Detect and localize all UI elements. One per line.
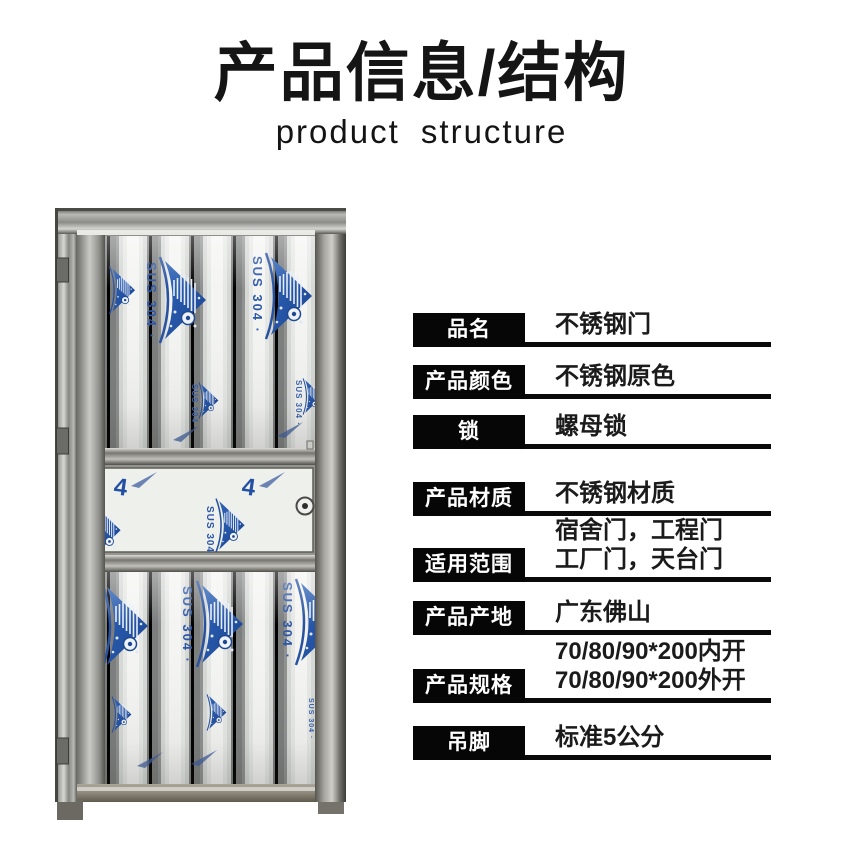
spec-value: 宿舍门，工程门 工厂门，天台门 [525, 516, 771, 582]
door-bottom-rail [71, 784, 333, 802]
spec-table: 品名 不锈钢门 产品颜色 不锈钢原色 锁 螺母锁 产品材质 不锈钢材质 适用范围… [413, 310, 771, 760]
door-leg-left [57, 800, 83, 820]
spec-value: 螺母锁 [525, 412, 771, 449]
spec-value-line: 70/80/90*200外开 [555, 667, 746, 694]
frame-outer-edge-top [55, 208, 346, 211]
spec-value-line: 螺母锁 [555, 413, 627, 440]
spec-label: 产品颜色 [413, 365, 525, 399]
spec-value: 标准5公分 [525, 723, 771, 760]
spec-value-line: 标准5公分 [555, 724, 665, 751]
page-title: 产品信息/结构 [213, 37, 630, 109]
spec-label: 适用范围 [413, 548, 525, 582]
spec-label: 锁 [413, 415, 525, 449]
bottom-rail-highlight [75, 787, 326, 791]
spec-value: 广东佛山 [525, 598, 771, 635]
spec-label: 产品规格 [413, 669, 525, 703]
door-middle-panel: 4 4 SUS 304 · [77, 465, 317, 561]
hinge-icon [56, 257, 69, 283]
spec-value-line: 广东佛山 [555, 599, 651, 626]
spec-row-color: 产品颜色 不锈钢原色 [413, 362, 771, 399]
spec-label: 产品材质 [413, 482, 525, 516]
spec-value: 不锈钢门 [525, 310, 771, 347]
spec-value: 70/80/90*200内开 70/80/90*200外开 [525, 637, 771, 703]
hinges [56, 257, 69, 765]
door-top-slat-panel: SUS 304 · SUS 304 · SUS 304 · SUS 304 · [105, 236, 315, 448]
door-bottom-slat-panel: SUS 304 · SUS 304 · SUS 304 · [105, 572, 315, 784]
hinge-icon [56, 427, 69, 455]
film-logos-middle: 4 4 SUS 304 · [95, 472, 285, 561]
spec-row-size: 产品规格 70/80/90*200内开 70/80/90*200外开 [413, 637, 771, 703]
spec-value-line: 宿舍门，工程门 [555, 517, 723, 544]
page-subtitle: product structure [275, 113, 568, 150]
spec-row-name: 品名 不锈钢门 [413, 310, 771, 347]
film-mark-label: 4 [240, 473, 258, 502]
frame-outer-edge-left [55, 208, 58, 802]
spec-value-line: 不锈钢材质 [555, 480, 675, 507]
spec-value: 不锈钢材质 [525, 479, 771, 516]
spec-label: 吊脚 [413, 726, 525, 760]
door-left-stile [77, 228, 105, 802]
spec-row-material: 产品材质 不锈钢材质 [413, 479, 771, 516]
lock-keyhole [302, 503, 308, 509]
spec-row-foot: 吊脚 标准5公分 [413, 723, 771, 760]
hinge-icon [56, 737, 69, 765]
head-inner-lip [77, 230, 315, 235]
door-leg-right [318, 800, 344, 814]
spec-row-scope: 适用范围 宿舍门，工程门 工厂门，天台门 [413, 516, 771, 582]
spec-row-lock: 锁 螺母锁 [413, 412, 771, 449]
door-left-jamb [55, 208, 77, 802]
door-photo: SUS 304 · SUS 304 · SUS 304 · SUS 304 · … [55, 200, 346, 822]
spec-value-line: 工厂门，天台门 [555, 546, 723, 573]
spec-value: 不锈钢原色 [525, 362, 771, 399]
spec-value-line: 70/80/90*200内开 [555, 638, 746, 665]
page-header: 产品信息/结构 product structure [0, 38, 843, 150]
door-mid-rail-2 [77, 555, 317, 572]
spec-label: 品名 [413, 313, 525, 347]
door-mid-rail [77, 448, 317, 465]
door-head-frame [55, 208, 346, 234]
spec-label: 产品产地 [413, 601, 525, 635]
stainless-door-image: SUS 304 · SUS 304 · SUS 304 · SUS 304 · … [55, 208, 346, 820]
spec-value-line: 不锈钢门 [555, 311, 651, 338]
film-mark-label: 4 [112, 473, 130, 502]
spec-row-origin: 产品产地 广东佛山 [413, 598, 771, 635]
sus304-film-label: SUS 304 · [204, 506, 215, 561]
spec-value-line: 不锈钢原色 [555, 363, 675, 390]
rail-pin [306, 440, 314, 450]
door-right-stile [315, 228, 346, 802]
